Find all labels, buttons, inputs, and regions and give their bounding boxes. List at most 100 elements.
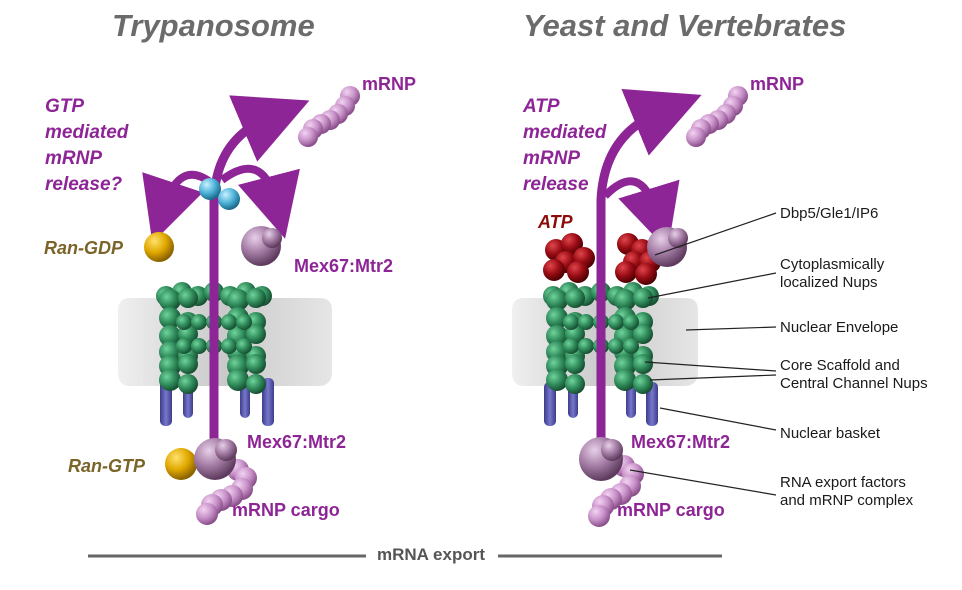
left-mex67-sphere-bottom xyxy=(215,439,237,461)
nup-bead xyxy=(633,354,653,374)
left-ran-gtp-sphere xyxy=(165,448,197,480)
left-release-arrow-right xyxy=(219,164,300,239)
nup-bead xyxy=(159,369,181,391)
nup-bead xyxy=(633,324,653,344)
nup-bead xyxy=(623,338,639,354)
left-release-line-1: GTP xyxy=(45,96,85,117)
left-cargo-label: mRNP cargo xyxy=(232,500,340,520)
nup-bead xyxy=(563,338,579,354)
left-gtpase-bead xyxy=(218,188,240,210)
atp-bead xyxy=(615,261,637,283)
nup-bead xyxy=(246,354,266,374)
left-mex67-sphere-top xyxy=(262,228,282,248)
nup-bead xyxy=(246,288,266,308)
label-dbp5: Dbp5/Gle1/IP6 xyxy=(780,205,879,222)
label-nuclear-basket: Nuclear basket xyxy=(780,425,881,442)
left-gtpase-bead xyxy=(199,178,221,200)
nup-bead xyxy=(176,338,192,354)
right-release-arrow xyxy=(602,177,680,251)
left-mrnp-top xyxy=(298,86,360,147)
nup-bead xyxy=(191,314,207,330)
nup-bead xyxy=(608,338,624,354)
left-title: Trypanosome xyxy=(112,8,315,43)
nup-bead xyxy=(563,314,579,330)
nup-bead xyxy=(178,354,198,374)
right-mrna-strand xyxy=(596,88,702,440)
left-core-nups xyxy=(156,282,272,394)
nup-bead xyxy=(246,324,266,344)
atp-bead xyxy=(567,261,589,283)
right-release-line-1: ATP xyxy=(523,96,560,117)
right-dbp5-sphere xyxy=(668,228,688,248)
mrnp-bead xyxy=(196,503,218,525)
nup-bead xyxy=(159,307,181,329)
right-mrnp-cargo xyxy=(588,455,644,527)
nup-bead xyxy=(221,338,237,354)
right-panel xyxy=(512,86,777,527)
atp-bead xyxy=(543,259,565,281)
left-release-line-2: mediated xyxy=(45,122,129,143)
right-mrnp-top xyxy=(686,86,748,147)
right-release-line-2: mediated xyxy=(523,122,607,143)
nup-bead xyxy=(227,289,249,311)
mrnp-bead xyxy=(588,505,610,527)
mrnp-bead xyxy=(298,127,318,147)
nup-bead xyxy=(614,369,636,391)
nup-bead xyxy=(546,369,568,391)
left-ran-gtp-label: Ran-GTP xyxy=(68,456,146,476)
right-mex67-sphere-bottom xyxy=(601,439,623,461)
nup-bead xyxy=(623,314,639,330)
nup-bead xyxy=(633,374,653,394)
nup-bead xyxy=(578,338,594,354)
left-ran-gdp-sphere xyxy=(144,232,174,262)
right-title: Yeast and Vertebrates xyxy=(523,8,847,43)
right-nuclear-basket xyxy=(544,382,658,426)
nup-bead xyxy=(546,325,568,347)
right-cargo-label: mRNP cargo xyxy=(617,500,725,520)
label-leader-lines xyxy=(629,212,777,496)
nup-bead xyxy=(221,314,237,330)
nup-bead xyxy=(236,338,252,354)
atp-bead xyxy=(635,263,657,285)
left-release-arrow-left xyxy=(142,170,213,243)
nup-bead xyxy=(633,288,653,308)
nup-bead xyxy=(565,374,585,394)
nup-bead xyxy=(565,288,585,308)
right-core-nups xyxy=(543,282,659,394)
left-release-line-3: mRNP xyxy=(45,148,103,169)
left-mrnp-cargo xyxy=(196,459,257,525)
nup-bead xyxy=(159,325,181,347)
footer-label: mRNA export xyxy=(377,545,485,564)
nup-bead xyxy=(614,289,636,311)
right-mrnp-label: mRNP xyxy=(750,74,805,94)
nup-bead xyxy=(565,354,585,374)
left-release-line-4: release? xyxy=(45,174,123,195)
right-release-line-3: mRNP xyxy=(523,148,581,169)
mrnp-bead xyxy=(686,127,706,147)
left-mrnp-label: mRNP xyxy=(362,74,417,94)
nup-bead xyxy=(227,369,249,391)
left-panel xyxy=(118,86,360,525)
nup-bead xyxy=(246,374,266,394)
left-ran-gdp-label: Ran-GDP xyxy=(44,238,124,258)
nup-bead xyxy=(178,288,198,308)
nup-bead xyxy=(236,314,252,330)
right-release-line-4: release xyxy=(523,174,589,195)
left-mex67-bottom-label: Mex67:Mtr2 xyxy=(247,432,347,452)
nup-bead xyxy=(546,307,568,329)
right-atp-label: ATP xyxy=(538,212,573,232)
nup-bead xyxy=(546,289,568,311)
nup-bead xyxy=(578,314,594,330)
nup-bead xyxy=(608,314,624,330)
left-mex67-top-label: Mex67:Mtr2 xyxy=(294,256,394,276)
nup-bead xyxy=(176,314,192,330)
nup-bead xyxy=(178,374,198,394)
right-mex67-bottom-label: Mex67:Mtr2 xyxy=(631,432,731,452)
nup-bead xyxy=(159,289,181,311)
nup-bead xyxy=(191,338,207,354)
